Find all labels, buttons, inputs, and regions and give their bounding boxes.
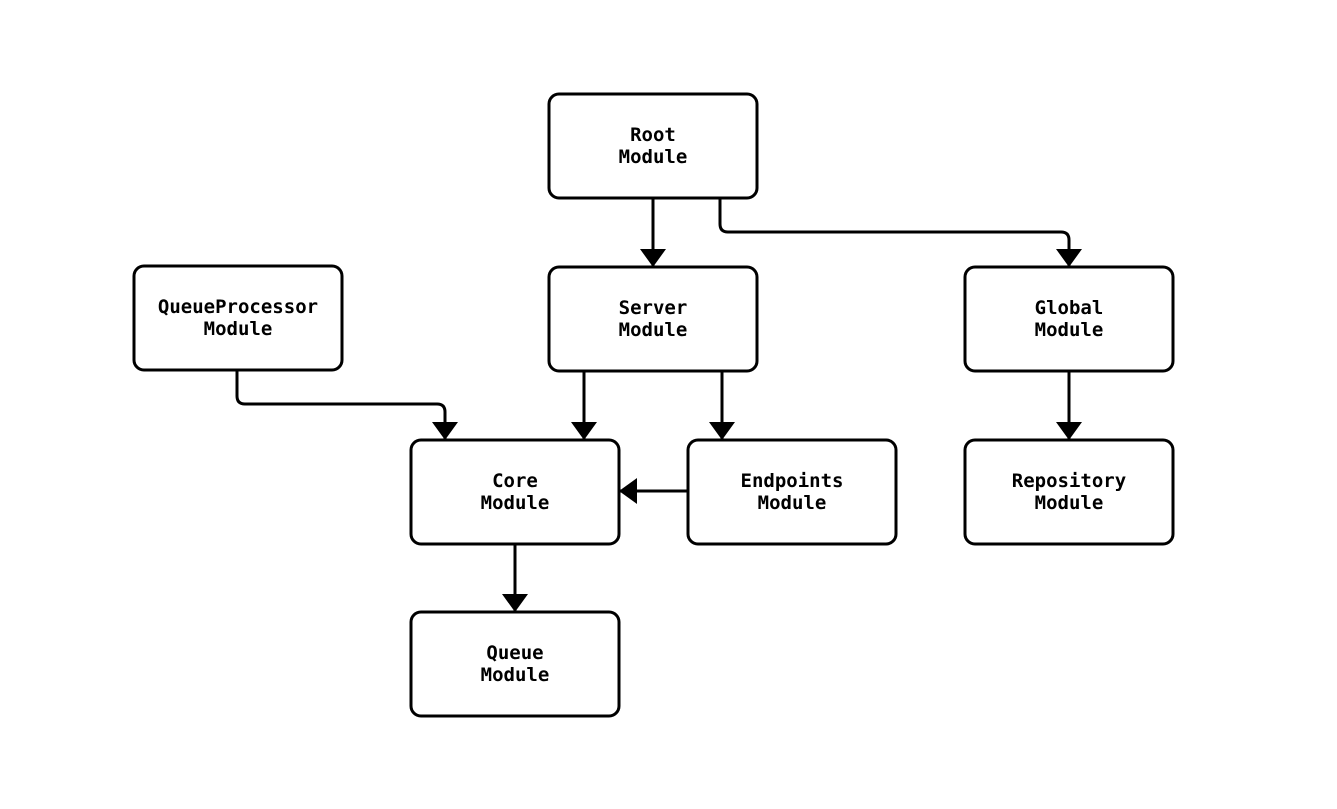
node-box bbox=[547, 92, 759, 200]
edge-root-module-to-global-module bbox=[718, 198, 1082, 267]
node-box bbox=[409, 610, 621, 718]
node-box bbox=[547, 265, 759, 373]
edge-queueprocessor-module-to-core-module bbox=[235, 370, 458, 440]
node-box bbox=[132, 264, 344, 372]
node-box bbox=[963, 438, 1175, 546]
node-box bbox=[409, 438, 621, 546]
node-box bbox=[963, 265, 1175, 373]
node-box bbox=[686, 438, 898, 546]
